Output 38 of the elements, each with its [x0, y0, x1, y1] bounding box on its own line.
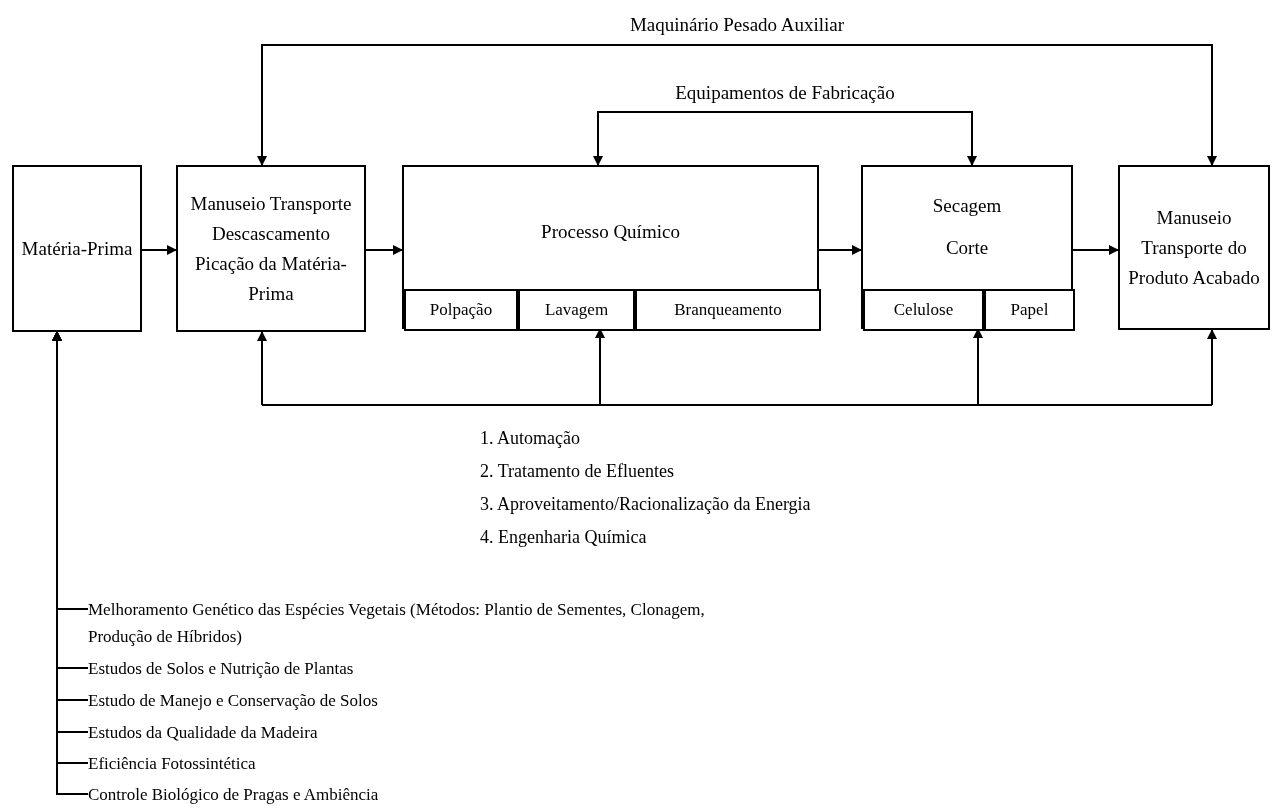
sub-step-cell [635, 289, 821, 331]
node-text: Estudos de Solos e Nutrição de Plantas [88, 658, 354, 680]
arrow [257, 331, 267, 406]
node-text: Controle Biológico de Pragas e Ambiência [88, 784, 379, 806]
list-item: 3. Aproveitamento/Racionalização da Energia [480, 493, 811, 516]
arrow [365, 245, 403, 255]
node-text: Polpação [428, 299, 494, 322]
node-text: Manuseio Transporte Descascamento Picação da Matéria-Prima [189, 191, 353, 306]
sub-step-cell [984, 289, 1075, 331]
node-text: Manuseio Transporte do Produto Acabado [1127, 205, 1261, 290]
node-text: Matéria-Prima [20, 236, 134, 261]
list-item: 4. Engenharia Química [480, 526, 648, 549]
process-box [402, 165, 819, 329]
arrow [593, 111, 977, 166]
node-text: Estudo de Manejo e Conservação de Solos [88, 690, 378, 712]
arrow [1072, 245, 1119, 255]
sub-step-cell [404, 289, 518, 331]
arrow [1207, 329, 1217, 406]
sub-step-cell [518, 289, 635, 331]
list-item: 2. Tratamento de Efluentes [480, 460, 675, 483]
node-text: Secagem Corte [931, 194, 1003, 260]
process-box [861, 165, 1073, 329]
arrow [141, 245, 177, 255]
process-box [1118, 165, 1270, 330]
arrow [818, 245, 862, 255]
node-text: Processo Químico [540, 220, 681, 244]
list-item: 1. Automação [480, 427, 581, 450]
sub-step-cell [863, 289, 984, 331]
node-text: Celulose [892, 299, 955, 322]
node-text: Papel [1009, 299, 1050, 322]
process-box [12, 165, 142, 332]
node-text: Melhoramento Genético das Espécies Vegetais (Métodos: Plantio de Sementes, Clonagem, Produção de Híbridos) [88, 599, 706, 648]
node-text: Estudos da Qualidade da Madeira [88, 722, 318, 744]
arrow [257, 44, 1217, 166]
node-text: Branqueamento [673, 299, 783, 322]
node-text: Lavagem [543, 299, 610, 322]
node-text: Eficiência Fotossintética [88, 753, 256, 775]
process-box [176, 165, 366, 332]
